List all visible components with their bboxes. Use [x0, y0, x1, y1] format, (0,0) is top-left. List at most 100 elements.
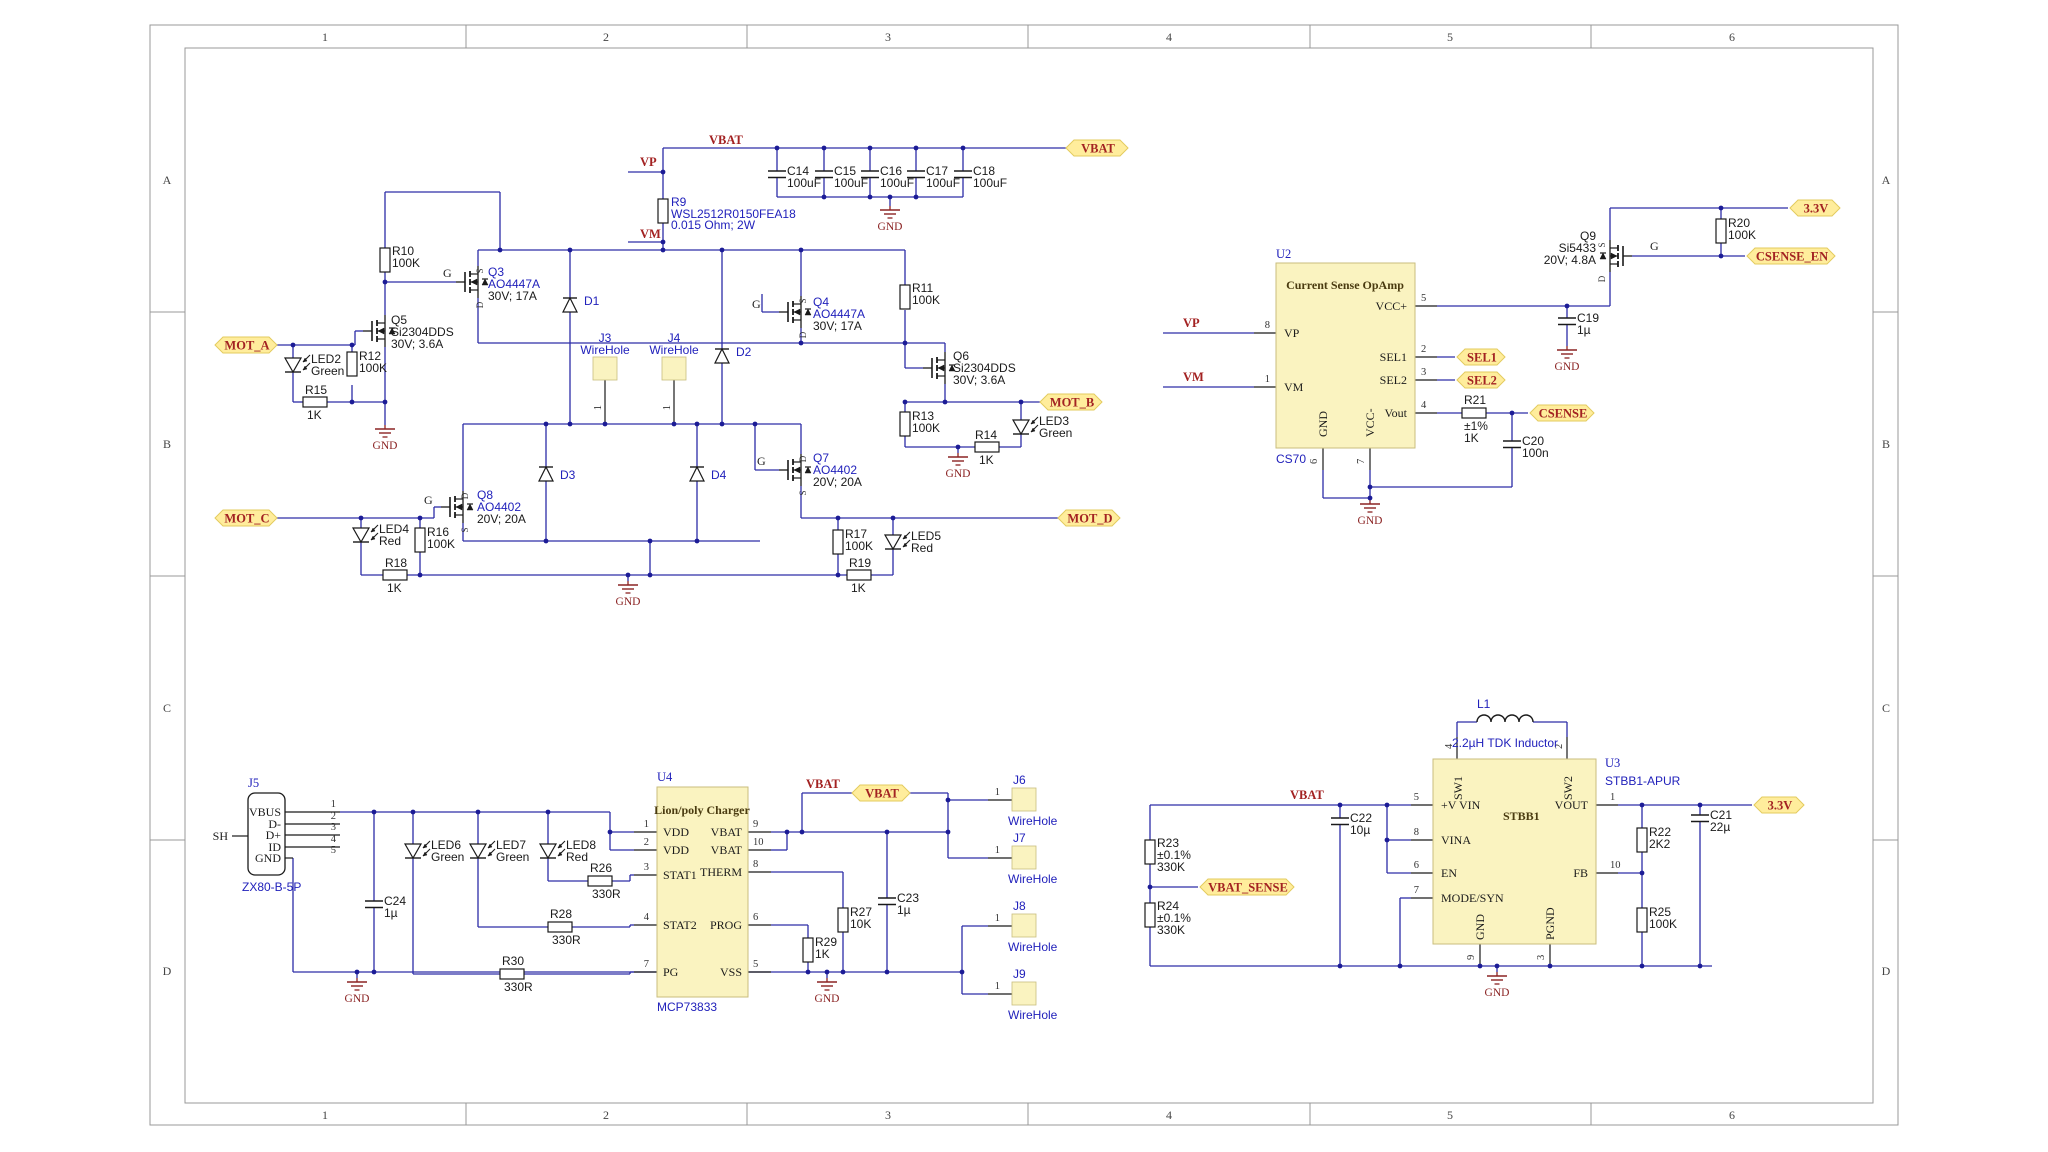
capacitor-label: 100n	[1522, 446, 1549, 460]
ic-title: Current Sense OpAmp	[1286, 278, 1404, 292]
mosfet-label: Si5433	[1559, 241, 1597, 255]
grid-row-label: D	[1882, 964, 1891, 978]
label: STAT2	[663, 918, 697, 932]
gnd-symbol	[1360, 500, 1380, 513]
gnd-label: GND	[815, 993, 840, 1005]
label: VBAT	[711, 843, 743, 857]
resistor-label: R18	[385, 556, 407, 570]
mosfet-label: Q9	[1580, 229, 1596, 243]
junction-dot	[1337, 963, 1343, 969]
junction-dot	[913, 145, 919, 151]
junction-dot	[1018, 399, 1024, 405]
label: VBUS	[249, 805, 281, 819]
resistor-R10	[379, 247, 391, 273]
led-label: LED7	[496, 838, 526, 852]
gnd-symbol	[1557, 346, 1577, 359]
capacitor-label: 10µ	[1350, 823, 1370, 837]
resistor-label: R30	[502, 954, 524, 968]
resistor-R29	[802, 937, 814, 963]
grid-col-label: 2	[603, 30, 609, 44]
junction-dot	[1639, 870, 1645, 876]
wirehole-label: WireHole	[1008, 814, 1058, 828]
ic-ref: U4	[657, 770, 673, 784]
resistor-R22	[1636, 827, 1648, 853]
diode-label: D3	[560, 468, 576, 482]
shape	[403, 843, 423, 860]
net-flag-label: CSENSE	[1539, 407, 1588, 421]
junction-dot	[752, 421, 758, 427]
wirehole-J3	[592, 356, 618, 381]
shape	[481, 278, 489, 286]
shape	[1753, 796, 1805, 814]
fet-pin-letter: S	[798, 298, 808, 303]
junction-dot	[1397, 963, 1403, 969]
net-flag-SEL1	[1456, 348, 1506, 366]
shape	[1011, 419, 1031, 436]
inductor-L1	[1476, 714, 1534, 723]
gnd-label: GND	[1485, 987, 1510, 999]
junction-dot	[1639, 802, 1645, 808]
net-flag-CSENSE_EN	[1746, 247, 1836, 265]
mosfet-label: 30V; 3.6A	[391, 337, 443, 351]
shape	[1199, 878, 1295, 896]
junction-dot	[835, 572, 841, 578]
wirehole-label: WireHole	[1008, 872, 1058, 886]
gnd-symbol	[948, 453, 968, 466]
wirehole-pin: 1	[995, 787, 1000, 798]
label: VDD	[663, 843, 689, 857]
net-flag-MOT_C	[214, 509, 278, 527]
junction-dot	[567, 421, 573, 427]
shape	[487, 851, 493, 857]
capacitor-C23	[878, 897, 896, 906]
junction-dot	[821, 145, 827, 151]
junction-dot	[719, 421, 725, 427]
label: 4	[1444, 743, 1455, 749]
grid-col-label: 4	[1166, 1108, 1172, 1122]
grid-row-label: B	[1882, 437, 1890, 451]
junction-dot	[358, 515, 364, 521]
junction-dot	[884, 969, 890, 975]
shape	[1599, 252, 1607, 260]
capacitor-label: C17	[926, 164, 948, 178]
fet-pin-letter: D	[460, 492, 470, 499]
junction-dot	[1384, 802, 1390, 808]
shape	[1030, 419, 1036, 425]
junction-dot	[955, 444, 961, 450]
label: 6	[1414, 860, 1419, 871]
capacitor-C15	[815, 170, 833, 179]
shape	[470, 278, 478, 286]
junction-dot	[884, 829, 890, 835]
resistor-label: 330R	[592, 887, 621, 901]
capacitor-label: C21	[1710, 808, 1732, 822]
led-LED4	[351, 524, 379, 544]
label: VP	[1284, 326, 1300, 340]
label: SW2	[1561, 776, 1575, 800]
shape	[1057, 509, 1121, 527]
junction-dot	[354, 969, 360, 975]
wirehole-ref: J8	[1013, 899, 1026, 913]
junction-dot	[821, 194, 827, 200]
wirehole-label: WireHole	[580, 343, 630, 357]
shield-pin-label: SH	[213, 829, 229, 843]
label: 2	[1421, 344, 1426, 355]
wirehole-pin: 1	[662, 405, 673, 410]
shape	[1789, 199, 1841, 217]
net-label: VP	[1183, 316, 1200, 330]
junction-dot	[1494, 963, 1500, 969]
resistor-label: R16	[427, 525, 449, 539]
resistor-label: R22	[1649, 825, 1671, 839]
junction-dot	[1697, 963, 1703, 969]
diode-D4	[689, 465, 705, 482]
label: PG	[663, 965, 679, 979]
ic-title: Lion/poly Charger	[654, 803, 750, 817]
mosfet-Q4	[779, 296, 812, 328]
gnd-label: GND	[1358, 515, 1383, 527]
junction-dot	[349, 399, 355, 405]
resistor-label: ±1%	[1464, 419, 1488, 433]
net-flag-label: CSENSE_EN	[1756, 250, 1828, 264]
ic-title: STBB1	[1503, 809, 1540, 823]
junction-dot	[942, 399, 948, 405]
mosfet-Q6	[923, 352, 956, 384]
mosfet-label: AO4447A	[813, 307, 865, 321]
label: 7	[644, 959, 649, 970]
